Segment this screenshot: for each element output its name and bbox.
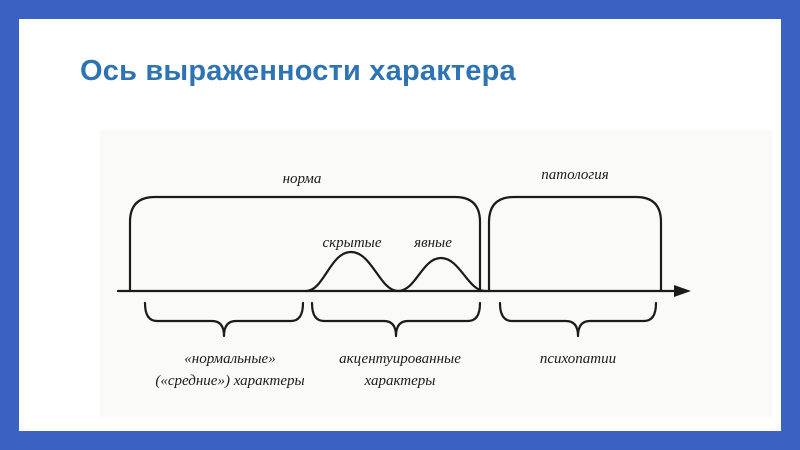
diagram-svg: норма патология скрытые явные «нормальны… — [116, 167, 691, 389]
normal-segment-brace — [143, 301, 305, 338]
accentuated-segment-brace — [310, 301, 482, 338]
accentuated-characters-label-line1: акцентуированные — [339, 351, 461, 367]
psychopathy-segment-brace — [498, 301, 658, 338]
psychopathies-label: психопатии — [540, 351, 616, 367]
accentuated-characters-label-line2: характеры — [364, 373, 436, 389]
normal-characters-label-line1: «нормальные» — [184, 351, 275, 367]
norm-label: норма — [283, 171, 322, 187]
norm-zone-bracket — [128, 195, 482, 293]
hidden-accentuations-label: скрытые — [323, 235, 382, 251]
pathology-label: патология — [541, 167, 609, 183]
pathology-zone-bracket — [487, 195, 663, 293]
axis-arrowhead-icon — [674, 285, 691, 297]
overt-accentuations-label: явные — [413, 235, 452, 251]
normal-characters-label-line2: («средние») характеры — [155, 373, 304, 389]
slide-content: Ось выраженности характера норма патоло — [19, 19, 781, 431]
slide-title: Ось выраженности характера — [80, 55, 516, 87]
character-axis-diagram: норма патология скрытые явные «нормальны… — [100, 130, 772, 417]
accentuation-humps-curve — [304, 250, 487, 293]
